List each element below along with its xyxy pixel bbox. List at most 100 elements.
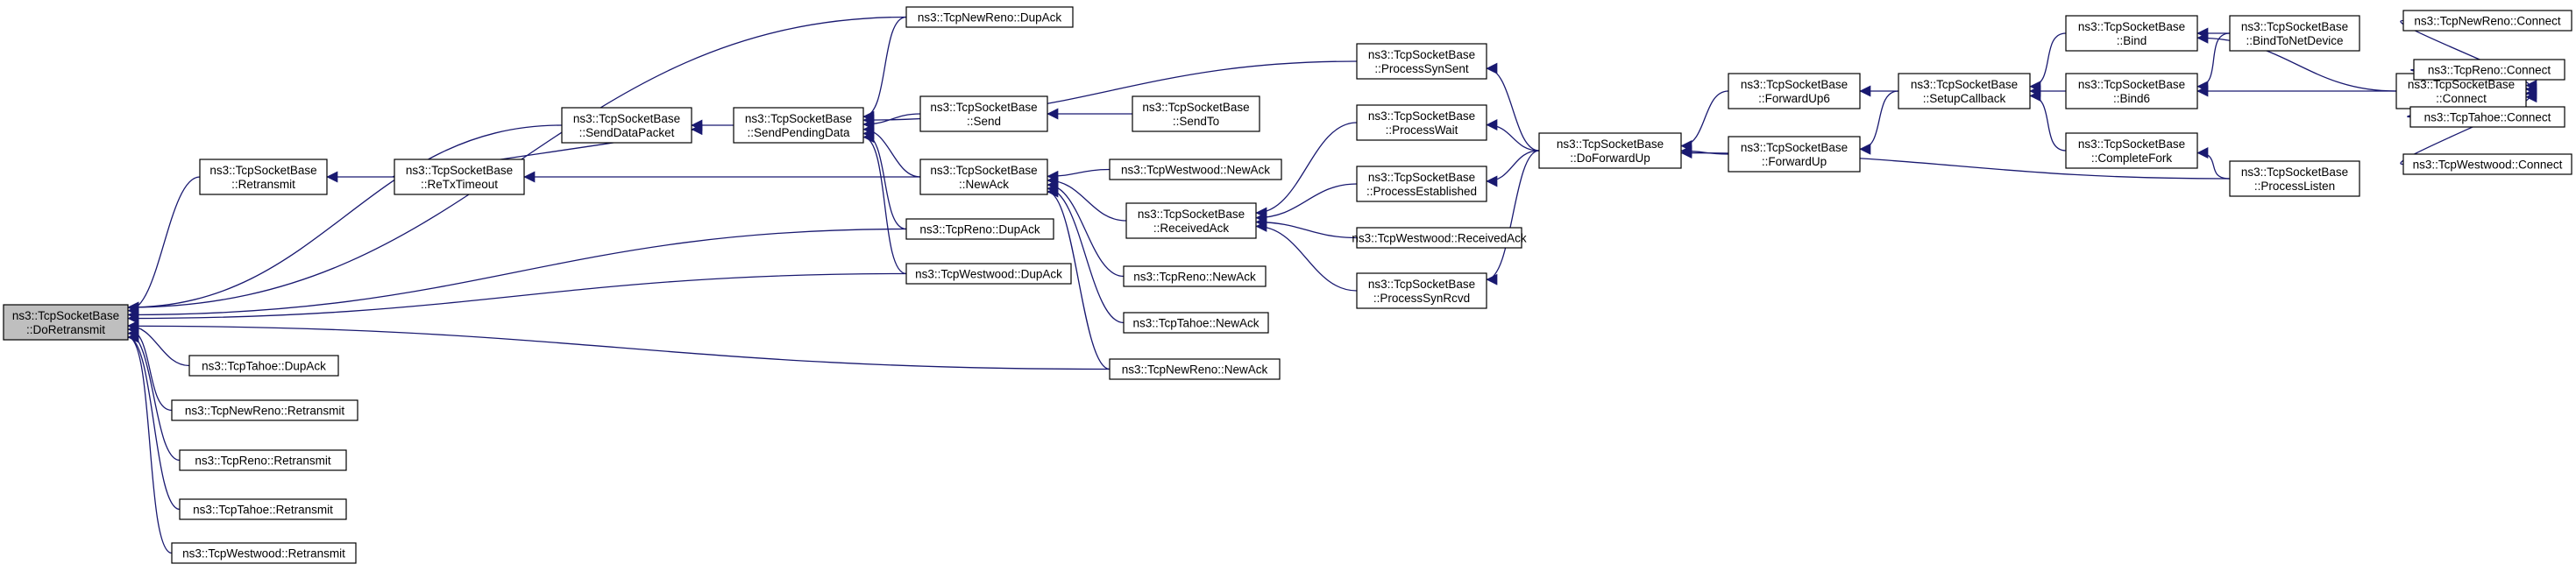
node-bind6[interactable]: ns3::TcpSocketBase::Bind6 (2065, 73, 2198, 109)
node-complete-fork[interactable]: ns3::TcpSocketBase::CompleteFork (2065, 132, 2198, 169)
node-label: ns3::TcpSocketBase (2241, 166, 2348, 179)
node-tahoe-retransmit[interactable]: ns3::TcpTahoe::Retransmit (179, 498, 347, 520)
node-label: ns3::TcpSocketBase (209, 164, 316, 177)
node-do-retransmit[interactable]: ns3::TcpSocketBase::DoRetransmit (3, 304, 129, 341)
node-bind-to-net-device[interactable]: ns3::TcpSocketBase::BindToNetDevice (2229, 15, 2360, 52)
edge-westwood-dup-ack-to-do-retransmit (127, 272, 907, 325)
node-retransmit[interactable]: ns3::TcpSocketBase::Retransmit (199, 159, 328, 195)
node-label: ns3::TcpReno::Retransmit (195, 455, 331, 468)
node-forward-up6[interactable]: ns3::TcpSocketBase::ForwardUp6 (1728, 73, 1861, 109)
node-label: ns3::TcpSocketBase (1368, 171, 1475, 184)
node-box (1728, 73, 1861, 109)
node-label: ns3::TcpReno::NewAck (1133, 271, 1256, 284)
edge-arrow (1680, 90, 1729, 152)
node-forward-up[interactable]: ns3::TcpSocketBase::ForwardUp (1728, 136, 1861, 173)
node-box (905, 6, 1074, 28)
node-label: ns3::TcpSocketBase (2078, 137, 2185, 151)
node-received-ack[interactable]: ns3::TcpSocketBase::ReceivedAck (1125, 202, 1257, 239)
edge-arrow (2400, 91, 2537, 166)
node-label: ::ProcessEstablished (1366, 185, 1477, 198)
node-label: ns3::TcpWestwood::DupAck (915, 268, 1062, 281)
node-send-pending-data[interactable]: ns3::TcpSocketBase::SendPendingData (733, 107, 864, 144)
edge-process-listen-to-complete-fork (2196, 147, 2231, 180)
node-label: ns3::TcpReno::Connect (2428, 64, 2551, 77)
node-box (1123, 312, 1269, 334)
node-re-tx-timeout[interactable]: ns3::TcpSocketBase::ReTxTimeout (394, 159, 525, 195)
node-box (1356, 166, 1487, 202)
node-box (1728, 136, 1861, 173)
node-label: ::ReTxTimeout (421, 178, 498, 191)
edge-setup-callback-to-forward-up (1859, 90, 1899, 155)
node-bind[interactable]: ns3::TcpSocketBase::Bind (2065, 15, 2198, 52)
node-box (1538, 132, 1682, 169)
node-label: ns3::TcpWestwood::NewAck (1121, 164, 1270, 177)
node-layer: ns3::TcpSocketBase::DoRetransmitns3::Tcp… (3, 6, 2572, 564)
edge-arrow (1047, 182, 1125, 324)
node-box (3, 304, 129, 341)
node-label: ns3::TcpNewReno::Retransmit (185, 405, 345, 418)
node-box (1109, 358, 1281, 380)
node-label: ::SendPendingData (747, 126, 850, 139)
node-process-syn-rcvd[interactable]: ns3::TcpSocketBase::ProcessSynRcvd (1356, 272, 1487, 309)
node-new-reno-new-ack[interactable]: ns3::TcpNewReno::NewAck (1109, 358, 1281, 380)
node-label: ::ProcessSynSent (1374, 62, 1469, 75)
node-tahoe-dup-ack[interactable]: ns3::TcpTahoe::DupAck (188, 355, 339, 377)
node-tahoe-new-ack[interactable]: ns3::TcpTahoe::NewAck (1123, 312, 1269, 334)
node-new-ack[interactable]: ns3::TcpSocketBase::NewAck (919, 159, 1048, 195)
edge-arrow (127, 320, 1111, 370)
node-label: ns3::TcpSocketBase (1142, 101, 1249, 114)
node-westwood-connect[interactable]: ns3::TcpWestwood::Connect (2402, 153, 2572, 175)
node-process-established[interactable]: ns3::TcpSocketBase::ProcessEstablished (1356, 166, 1487, 202)
edge-westwood-retransmit-to-do-retransmit (127, 331, 173, 554)
node-westwood-retransmit[interactable]: ns3::TcpWestwood::Retransmit (171, 542, 357, 564)
node-reno-connect[interactable]: ns3::TcpReno::Connect (2413, 59, 2565, 81)
node-send-data-packet[interactable]: ns3::TcpSocketBase::SendDataPacket (561, 107, 692, 144)
edge-send-data-packet-to-do-retransmit (127, 124, 563, 314)
edge-arrow (2196, 32, 2397, 92)
node-label: ns3::TcpSocketBase (2078, 78, 2185, 91)
edge-new-reno-new-ack-to-do-retransmit (127, 320, 1111, 370)
node-new-reno-dup-ack[interactable]: ns3::TcpNewReno::DupAck (905, 6, 1074, 28)
node-send[interactable]: ns3::TcpSocketBase::Send (919, 95, 1048, 132)
edge-process-syn-rcvd-to-received-ack (1255, 220, 1358, 292)
node-westwood-received-ack[interactable]: ns3::TcpWestwood::ReceivedAck (1352, 227, 1527, 249)
edge-new-reno-connect-to-connect (2400, 19, 2537, 92)
edge-arrow (2400, 19, 2537, 92)
node-new-reno-retransmit[interactable]: ns3::TcpNewReno::Retransmit (171, 399, 358, 421)
node-do-forward-up[interactable]: ns3::TcpSocketBase::DoForwardUp (1538, 132, 1682, 169)
edge-tahoe-retransmit-to-do-retransmit (127, 331, 181, 511)
node-label: ::Send (967, 115, 1001, 128)
node-process-listen[interactable]: ns3::TcpSocketBase::ProcessListen (2229, 160, 2360, 197)
node-reno-retransmit[interactable]: ns3::TcpReno::Retransmit (179, 449, 347, 471)
node-box (2065, 73, 2198, 109)
node-new-reno-connect[interactable]: ns3::TcpNewReno::Connect (2402, 10, 2572, 32)
node-label: ns3::TcpSocketBase (1557, 137, 1664, 151)
node-box (1123, 265, 1267, 287)
edge-do-forward-up-to-process-syn-sent (1486, 62, 1540, 152)
node-tahoe-connect[interactable]: ns3::TcpTahoe::Connect (2409, 106, 2565, 128)
node-label: ns3::TcpTahoe::NewAck (1132, 317, 1259, 330)
node-process-wait[interactable]: ns3::TcpSocketBase::ProcessWait (1356, 104, 1487, 141)
node-label: ns3::TcpSocketBase (930, 164, 1037, 177)
edge-arrow (862, 123, 921, 178)
node-label: ::ProcessSynRcvd (1373, 292, 1470, 305)
node-reno-dup-ack[interactable]: ns3::TcpReno::DupAck (905, 218, 1054, 240)
edge-bind-to-setup-callback (2029, 32, 2067, 93)
node-process-syn-sent[interactable]: ns3::TcpSocketBase::ProcessSynSent (1356, 43, 1487, 80)
edge-reno-retransmit-to-do-retransmit (127, 328, 181, 462)
node-label: ns3::TcpSocketBase (573, 112, 680, 125)
node-label: ns3::TcpNewReno::Connect (2414, 15, 2561, 28)
edge-arrow (2029, 89, 2067, 152)
edge-arrow (1486, 62, 1540, 152)
node-box (1356, 104, 1487, 141)
node-send-to[interactable]: ns3::TcpSocketBase::SendTo (1132, 95, 1260, 132)
node-label: ns3::TcpSocketBase (2241, 20, 2348, 33)
node-westwood-new-ack[interactable]: ns3::TcpWestwood::NewAck (1109, 159, 1282, 180)
edge-complete-fork-to-setup-callback (2029, 89, 2067, 152)
node-reno-new-ack[interactable]: ns3::TcpReno::NewAck (1123, 265, 1267, 287)
edge-retransmit-to-do-retransmit (127, 176, 201, 317)
node-westwood-dup-ack[interactable]: ns3::TcpWestwood::DupAck (905, 263, 1072, 285)
node-setup-callback[interactable]: ns3::TcpSocketBase::SetupCallback (1898, 73, 2031, 109)
edge-arrow (1255, 220, 1358, 292)
node-box (1356, 227, 1522, 249)
